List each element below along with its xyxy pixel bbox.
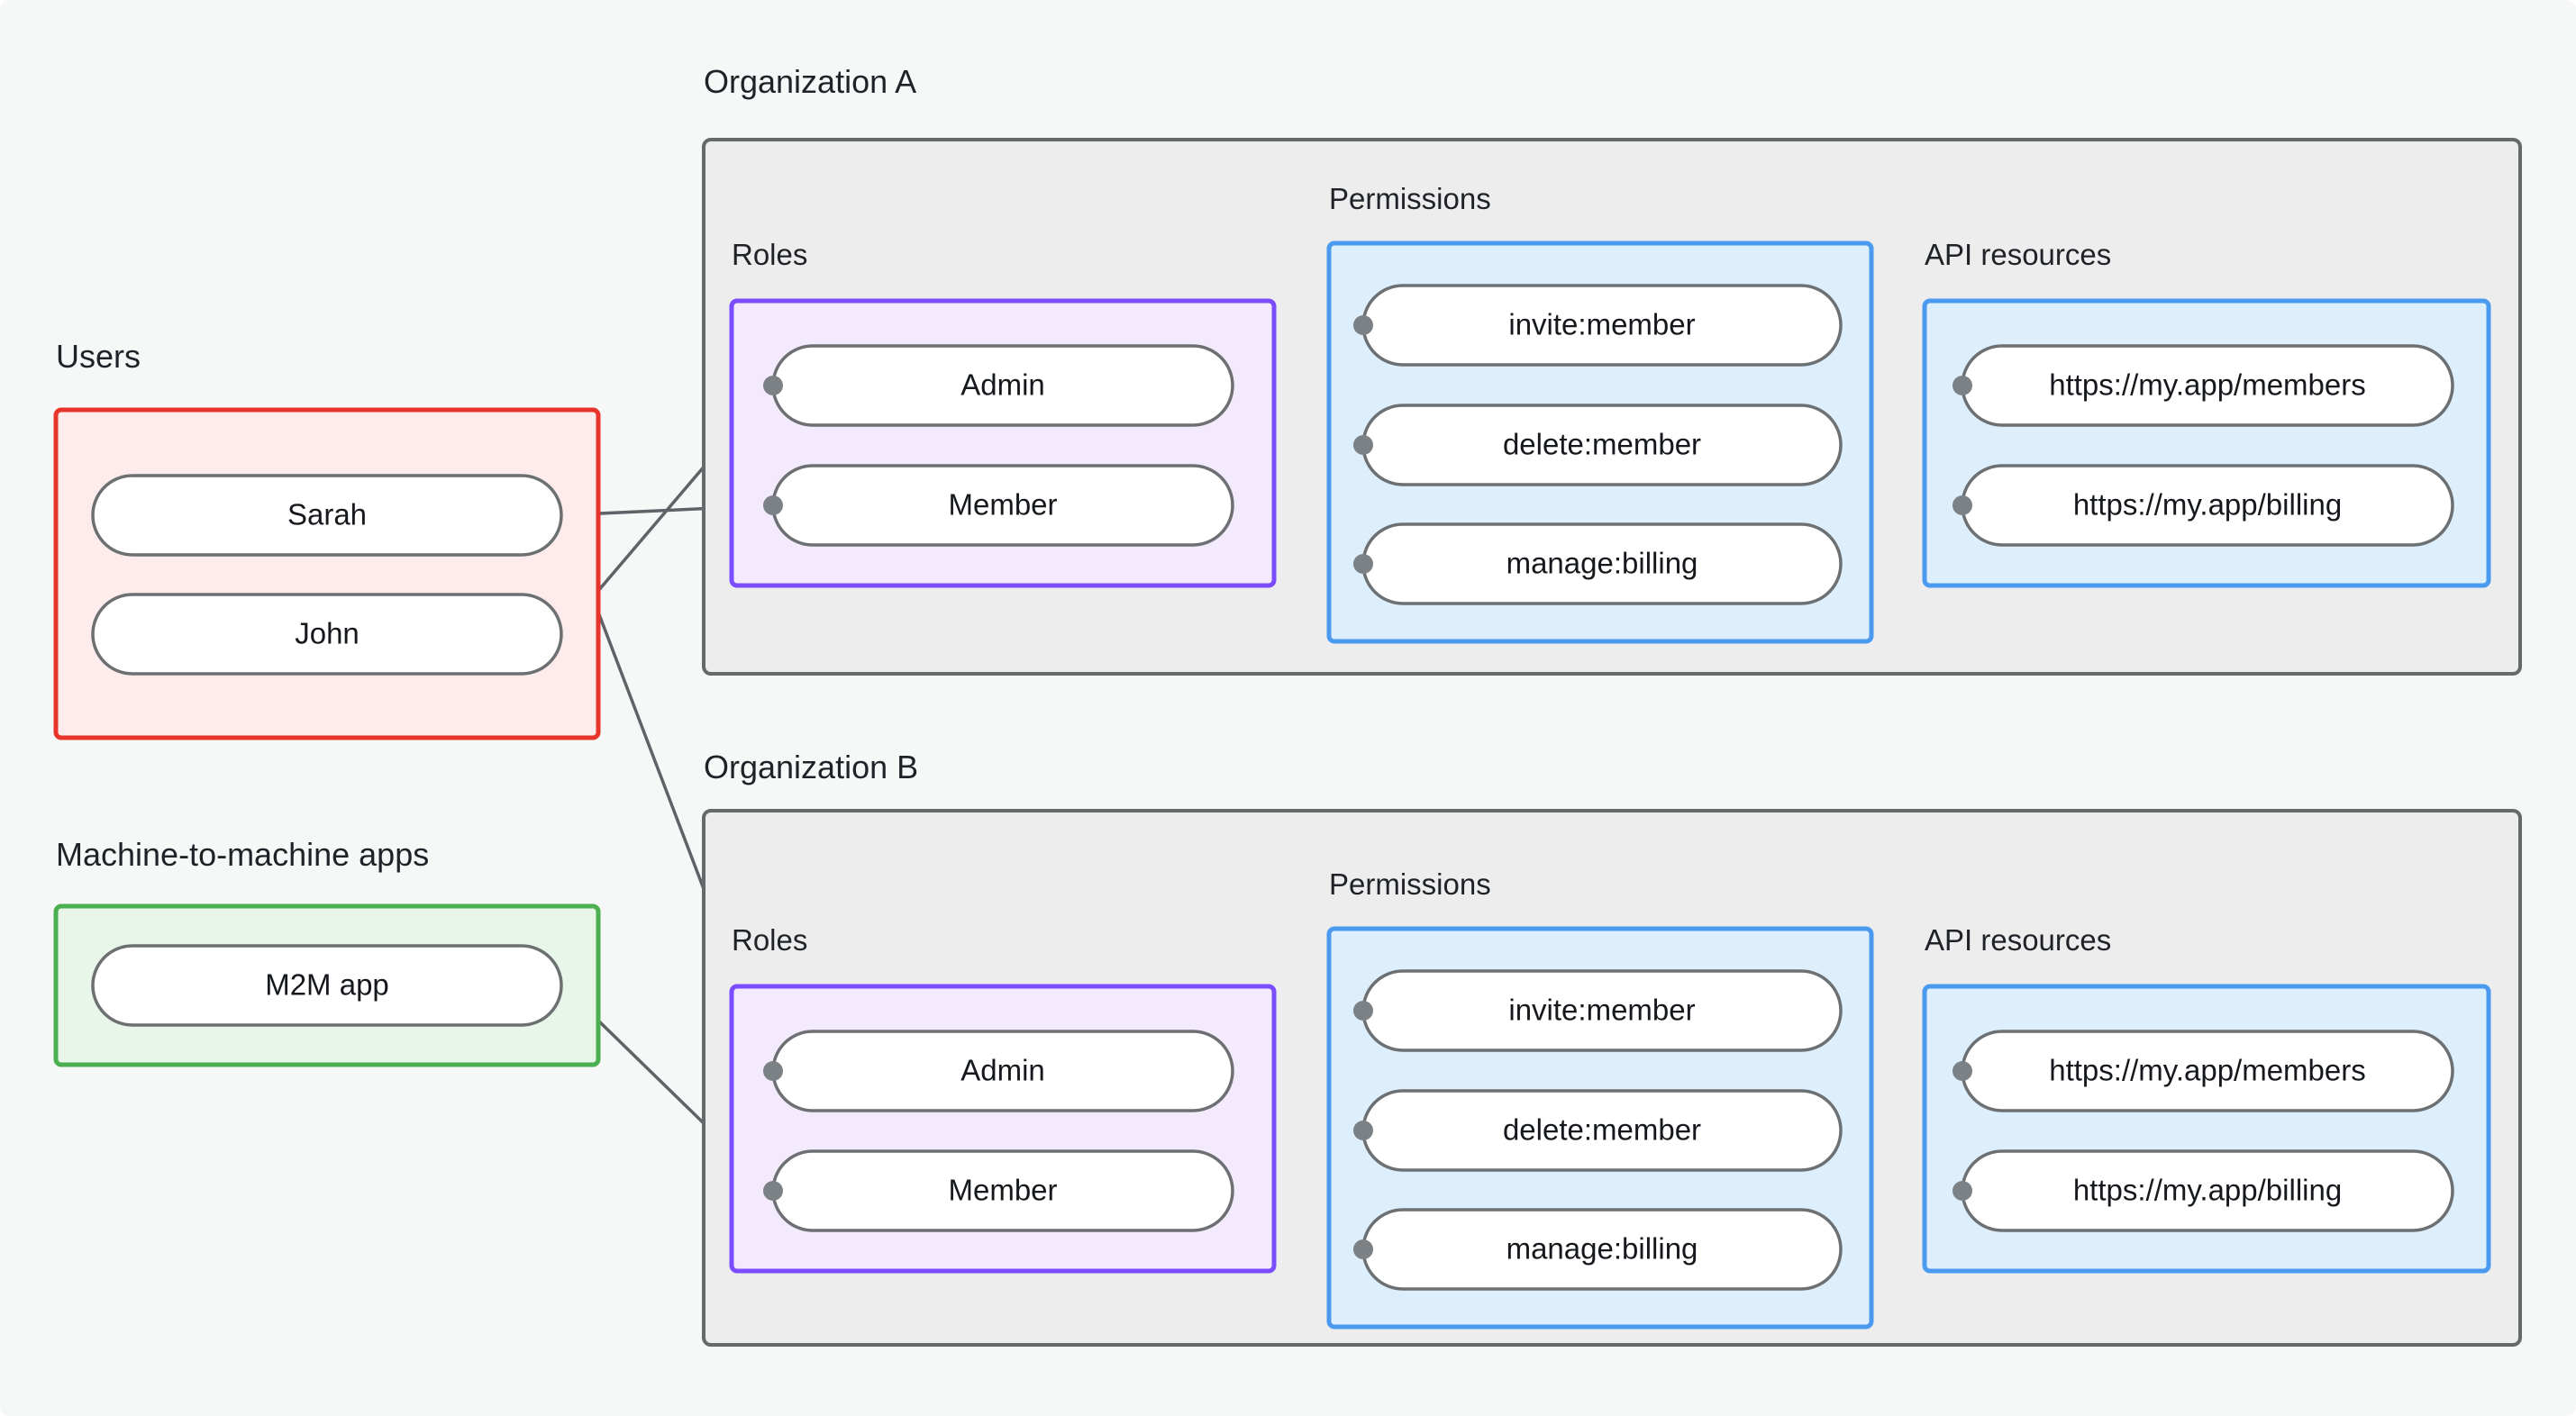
org-b-title: Organization B [704, 749, 918, 785]
connector-dot-orgA-admin-in [763, 376, 783, 395]
connector-dot-orgB-delete-in [1353, 1121, 1373, 1140]
org-a-permission-delete-label: delete:member [1503, 428, 1701, 461]
org-b-permission-billing-label: manage:billing [1506, 1232, 1698, 1266]
org-b-api-resource-billing-label: https://my.app/billing [2073, 1174, 2342, 1207]
m2m-app-node[interactable] [91, 944, 563, 1027]
connector-dot-orgA-members-in [1952, 376, 1972, 395]
connector-dot-orgB-members-in [1952, 1061, 1972, 1081]
user-john[interactable] [91, 593, 563, 676]
org-b-api-resource-members-label: https://my.app/members [2049, 1054, 2366, 1087]
org-a-title: Organization A [704, 63, 916, 100]
connector-dot-orgB-billingres-in [1952, 1181, 1972, 1201]
user-sarah-label: Sarah [287, 498, 367, 531]
m2m-title: Machine-to-machine apps [56, 836, 429, 873]
users-box [53, 407, 601, 740]
connector-dot-orgA-delete-in [1353, 435, 1373, 455]
connector-dot-orgB-admin-in [763, 1061, 783, 1081]
org-a-permissions-label: Permissions [1329, 182, 1491, 215]
connector-dot-orgA-billingres-in [1952, 495, 1972, 515]
org-a-roles-label: Roles [732, 238, 807, 271]
org-a-permission-billing-label: manage:billing [1506, 547, 1698, 580]
connector-dot-orgA-billing-in [1353, 554, 1373, 574]
org-a-api-resource-members-label: https://my.app/members [2049, 368, 2366, 402]
org-b-permissions-label: Permissions [1329, 867, 1491, 901]
m2m-app-label: M2M app [265, 968, 389, 1002]
connector-dot-orgB-invite-in [1353, 1001, 1373, 1021]
users-title: Users [56, 338, 141, 375]
connector-dot-orgA-member-in [763, 495, 783, 515]
org-b-role-admin-label: Admin [960, 1054, 1045, 1087]
user-sarah[interactable] [91, 474, 563, 557]
org-b-roles-label: Roles [732, 923, 807, 957]
org-a-api-resource-billing-label: https://my.app/billing [2073, 488, 2342, 522]
connector-dot-orgA-invite-in [1353, 315, 1373, 335]
org-a-role-member-label: Member [948, 488, 1057, 522]
org-a-role-admin-label: Admin [960, 368, 1045, 402]
org-a-permission-invite-label: invite:member [1508, 308, 1695, 341]
connector-dot-orgB-billing-in [1353, 1239, 1373, 1259]
org-b-role-member-label: Member [948, 1174, 1057, 1207]
org-b-permission-delete-label: delete:member [1503, 1113, 1701, 1147]
org-b-api-resources-label: API resources [1925, 923, 2111, 957]
user-john-label: John [295, 617, 360, 650]
org-b-permission-invite-label: invite:member [1508, 994, 1695, 1027]
org-a-api-resources-label: API resources [1925, 238, 2111, 271]
connector-dot-orgB-member-in [763, 1181, 783, 1201]
